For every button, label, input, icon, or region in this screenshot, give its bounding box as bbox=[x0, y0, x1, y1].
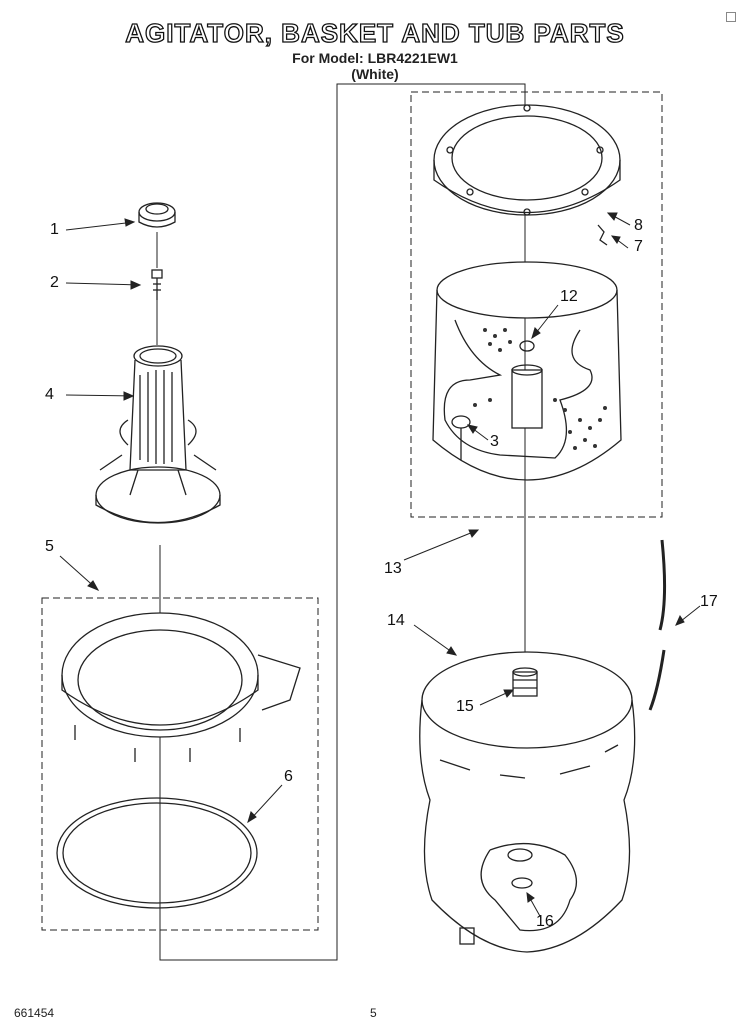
callout-3: 3 bbox=[490, 433, 499, 450]
agitator-part bbox=[95, 345, 221, 524]
outer-tub-part bbox=[419, 651, 636, 953]
corner-mark bbox=[726, 12, 736, 22]
callout-15: 15 bbox=[456, 698, 474, 715]
diagram-title: AGITATOR, BASKET AND TUB PARTS bbox=[125, 17, 625, 48]
callout-5: 5 bbox=[45, 538, 54, 555]
callout-1: 1 bbox=[50, 221, 59, 238]
tub-ring-part bbox=[61, 612, 301, 762]
clip-part bbox=[597, 224, 608, 246]
callout-8: 8 bbox=[634, 217, 643, 234]
callout-12: 12 bbox=[560, 288, 578, 305]
assembly-line bbox=[159, 83, 526, 961]
color-line: (White) bbox=[351, 66, 399, 82]
balance-ring-part bbox=[433, 104, 621, 216]
callout-14: 14 bbox=[387, 612, 405, 629]
hose-part bbox=[648, 539, 667, 711]
leader-lines bbox=[59, 212, 701, 919]
callout-17: 17 bbox=[700, 593, 718, 610]
callout-6: 6 bbox=[284, 768, 293, 785]
callout-2: 2 bbox=[50, 274, 59, 291]
drive-coupling-part bbox=[512, 667, 538, 697]
screw-part bbox=[151, 269, 163, 300]
tub-ring-group-box bbox=[41, 597, 319, 931]
document-number: 661454 bbox=[14, 1006, 55, 1020]
agitator-cap-part bbox=[138, 202, 176, 228]
callout-7: 7 bbox=[634, 238, 643, 255]
callout-4: 4 bbox=[45, 386, 54, 403]
page-number: 5 bbox=[370, 1006, 377, 1020]
seal-part bbox=[56, 797, 258, 909]
basket-part bbox=[432, 261, 622, 481]
basket-group-box bbox=[410, 91, 663, 518]
callout-16: 16 bbox=[536, 913, 554, 930]
callout-13: 13 bbox=[384, 560, 402, 577]
model-line: For Model: LBR4221EW1 bbox=[292, 50, 458, 66]
